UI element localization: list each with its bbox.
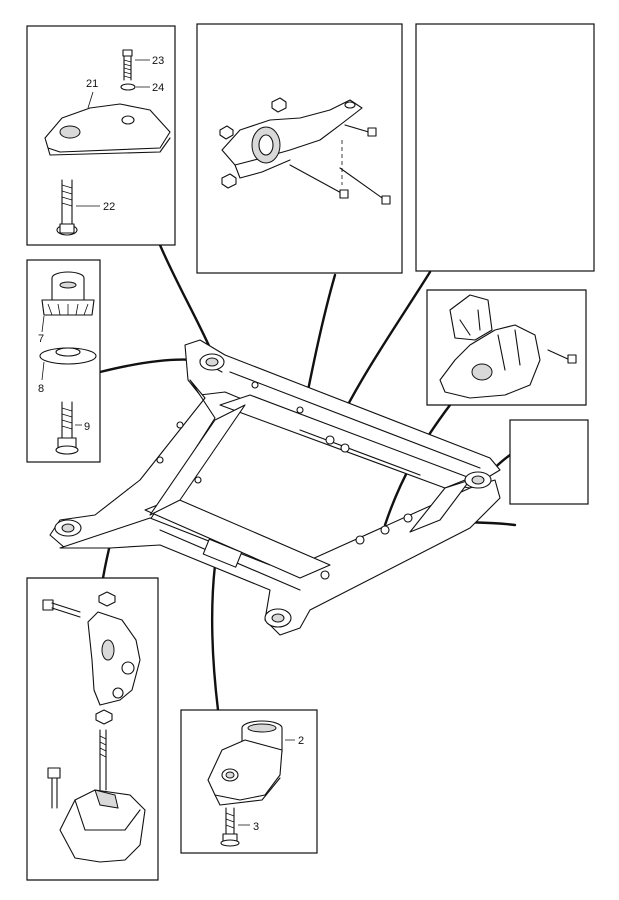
mount-bracket-icon: [87, 611, 141, 706]
rear-mount-icon: [439, 324, 541, 399]
panel-empty-right: [509, 419, 589, 505]
bushing-7-icon: [41, 271, 95, 316]
washer-24-icon: [120, 83, 136, 91]
long-bolt-icon: [339, 167, 386, 201]
panel-engine-mount: 2 3: [180, 709, 318, 854]
long-bolt-icon: [289, 164, 346, 196]
callout-3: 3: [253, 821, 259, 833]
panel-empty-top-right: [415, 23, 595, 272]
callout-22: 22: [103, 201, 115, 213]
callout-24: 24: [152, 82, 164, 94]
callout-21: 21: [86, 78, 98, 90]
bolt-icon: [547, 349, 571, 361]
transmission-mount-icon: [59, 789, 146, 863]
washer-8-icon: [39, 347, 97, 365]
bolt-3-icon: [220, 807, 240, 847]
nut-icon: [221, 173, 237, 189]
bolt-23-icon: [122, 49, 133, 81]
nut-icon: [98, 591, 116, 607]
subframe-crossmember: [49, 339, 501, 636]
callout-8: 8: [38, 383, 44, 395]
callout-23: 23: [152, 55, 164, 67]
bolt-22-icon: [56, 179, 78, 236]
nut-icon: [219, 125, 234, 140]
panel-torque-bracket: 23 24 21 22: [26, 25, 176, 246]
bracket-21-icon: [44, 103, 171, 153]
engine-mount-2-icon: [207, 720, 283, 806]
callout-2: 2: [298, 735, 304, 747]
panel-torque-rod: [196, 23, 403, 274]
panel-subframe-bushing: 7 8 9: [26, 259, 101, 463]
bolt-icon: [47, 767, 61, 809]
callout-7: 7: [38, 333, 44, 345]
panel-rear-mount: [426, 289, 587, 406]
nut-icon: [271, 97, 287, 113]
bolt-icon: [42, 599, 81, 618]
callout-9: 9: [84, 421, 90, 433]
bolt-9-icon: [55, 401, 79, 455]
panel-transmission-mount: [26, 577, 159, 881]
nut-icon: [95, 709, 113, 725]
